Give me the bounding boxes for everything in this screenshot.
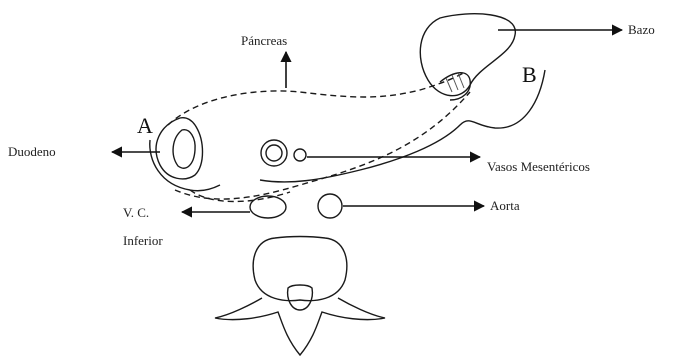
pancreas-upper-contour xyxy=(168,72,465,125)
spleen-shape xyxy=(420,14,515,96)
vertebra-processes xyxy=(215,298,385,355)
pancreas-lower-contour xyxy=(175,92,470,199)
mesenteric-artery xyxy=(294,149,306,161)
mesenteric-vein-inner xyxy=(266,145,282,161)
label-vc-line1: V. C. xyxy=(123,205,149,220)
duodenum-inner xyxy=(173,130,195,168)
label-pancreas: Páncreas xyxy=(241,33,287,48)
label-bazo: Bazo xyxy=(628,22,655,37)
label-a: A xyxy=(137,113,153,138)
ivc-vessel xyxy=(250,196,286,218)
label-aorta: Aorta xyxy=(490,198,520,213)
mesenteric-vein xyxy=(261,140,287,166)
pancreas-tail-hatch-3 xyxy=(458,73,464,88)
aorta-vessel xyxy=(318,194,342,218)
pancreas-tail-hatch-2 xyxy=(452,75,458,90)
vertebra-canal xyxy=(288,285,313,310)
label-b: B xyxy=(522,62,537,87)
vertebra-body xyxy=(253,237,347,301)
label-duodeno: Duodeno xyxy=(8,144,56,159)
label-vc-line2: Inferior xyxy=(123,233,163,248)
label-vasos-mesentericos: Vasos Mesentéricos xyxy=(487,159,590,174)
